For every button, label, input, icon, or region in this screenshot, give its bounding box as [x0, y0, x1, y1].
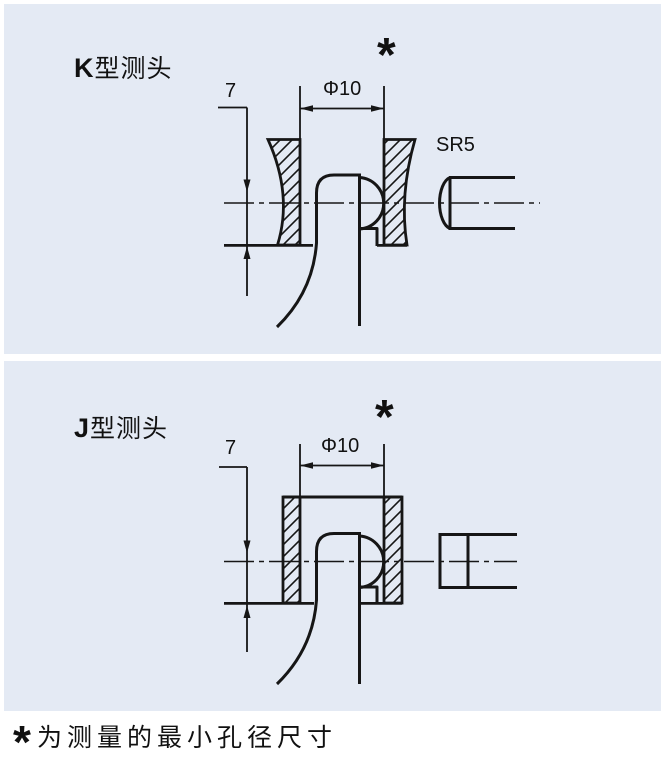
j-offset-dim-label: 7: [225, 437, 237, 459]
k-tip-radius-label: SR5: [436, 134, 475, 156]
k-panel-title: K型测头: [74, 52, 173, 84]
k-min-bore-asterisk: *: [377, 29, 396, 82]
j-diameter-dim-label: Φ10: [321, 435, 360, 457]
j-panel-title: J型测头: [74, 412, 168, 444]
j-panel-title-suffix: 型测头: [90, 415, 169, 443]
k-panel-title-suffix: 型测头: [94, 55, 173, 83]
k-diameter-dim-label: Φ10: [323, 78, 362, 100]
k-panel-title-prefix: K: [74, 53, 95, 83]
j-panel-title-prefix: J: [74, 413, 91, 443]
footnote-asterisk: *: [13, 716, 31, 767]
footnote-text: 为测量的最小孔径尺寸: [37, 724, 338, 752]
k-offset-dim-label: 7: [225, 80, 237, 102]
j-min-bore-asterisk: *: [375, 391, 394, 444]
